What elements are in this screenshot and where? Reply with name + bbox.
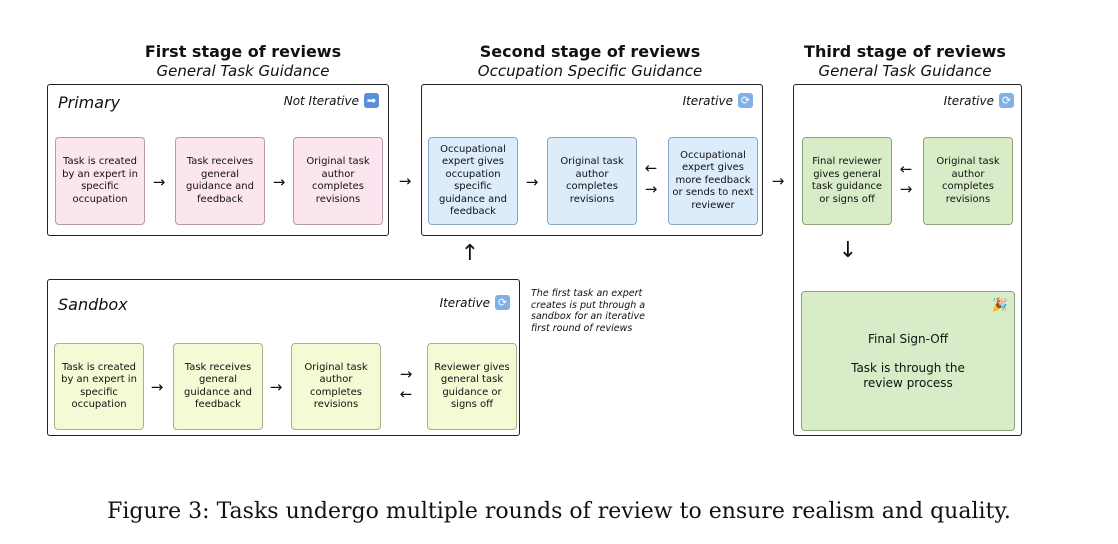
arrow-right-icon: → (150, 378, 164, 396)
final-signoff-box: 🎉 Final Sign-Off Task is through the rev… (801, 291, 1015, 431)
primary-step-3: Original task author completes revisions (293, 137, 383, 225)
cycle-icon: ⟳ (495, 295, 510, 310)
second-status: Iterative ⟳ (683, 93, 753, 108)
primary-step-2: Task receives general guidance and feedb… (175, 137, 265, 225)
arrow-right-icon: → (899, 180, 913, 198)
sandbox-step-1: Task is created by an expert in specific… (54, 343, 144, 430)
party-popper-icon: 🎉 (991, 298, 1008, 313)
primary-step-1: Task is created by an expert in specific… (55, 137, 145, 225)
arrow-right-icon: → (269, 378, 283, 396)
cycle-icon: ⟳ (738, 93, 753, 108)
arrow-right-icon: → (152, 173, 166, 191)
stage-2-title: Second stage of reviews (479, 42, 701, 61)
sandbox-panel: Sandbox Iterative ⟳ Task is created by a… (47, 279, 520, 436)
final-signoff-text: Task is through the review process (851, 360, 965, 390)
sandbox-panel-name: Sandbox (58, 295, 128, 314)
second-step-1: Occupational expert gives occupation spe… (428, 137, 518, 225)
sandbox-step-3: Original task author completes revisions (291, 343, 381, 430)
primary-status: Not Iterative ➡ (284, 93, 379, 108)
third-step-2: Original task author completes revisions (923, 137, 1013, 225)
sandbox-note: The first task an expert creates is put … (531, 288, 646, 334)
third-stage-panel: Iterative ⟳ Final reviewer gives general… (793, 84, 1022, 436)
stage-2-subtitle: Occupation Specific Guidance (477, 62, 703, 80)
arrow-right-icon: → (525, 173, 539, 191)
primary-status-label: Not Iterative (283, 93, 359, 108)
arrow-left-icon: ← (899, 160, 913, 178)
third-status: Iterative ⟳ (944, 93, 1014, 108)
sandbox-step-4: Reviewer gives general task guidance or … (427, 343, 517, 430)
sandbox-status-label: Iterative (439, 295, 490, 310)
primary-panel-name: Primary (58, 93, 121, 112)
arrow-right-icon: → (771, 172, 785, 190)
arrow-down-icon: ↓ (838, 238, 858, 263)
second-step-2: Original task author completes revisions (547, 137, 637, 225)
third-status-label: Iterative (943, 93, 994, 108)
sandbox-step-2: Task receives general guidance and feedb… (173, 343, 263, 430)
arrow-left-icon: ← (644, 159, 658, 177)
right-arrow-icon: ➡ (364, 93, 379, 108)
arrow-right-icon: → (399, 365, 413, 383)
arrow-right-icon: → (644, 180, 658, 198)
arrow-right-icon: → (272, 173, 286, 191)
third-step-1: Final reviewer gives general task guidan… (802, 137, 892, 225)
cycle-icon: ⟳ (999, 93, 1014, 108)
sandbox-status: Iterative ⟳ (440, 295, 510, 310)
final-signoff-title: Final Sign-Off (867, 331, 949, 346)
second-stage-panel: Iterative ⟳ Occupational expert gives oc… (421, 84, 763, 236)
stage-3-title: Third stage of reviews (804, 42, 1006, 61)
second-step-3: Occupational expert gives more feedback … (668, 137, 758, 225)
arrow-up-icon: ↑ (460, 241, 480, 266)
figure-caption: Figure 3: Tasks undergo multiple rounds … (107, 499, 1011, 524)
arrow-right-icon: → (398, 172, 412, 190)
primary-panel: Primary Not Iterative ➡ Task is created … (47, 84, 389, 236)
stage-3-subtitle: General Task Guidance (818, 62, 992, 80)
arrow-left-icon: ← (399, 385, 413, 403)
second-status-label: Iterative (682, 93, 733, 108)
stage-1-subtitle: General Task Guidance (156, 62, 330, 80)
stage-1-title: First stage of reviews (144, 42, 342, 61)
